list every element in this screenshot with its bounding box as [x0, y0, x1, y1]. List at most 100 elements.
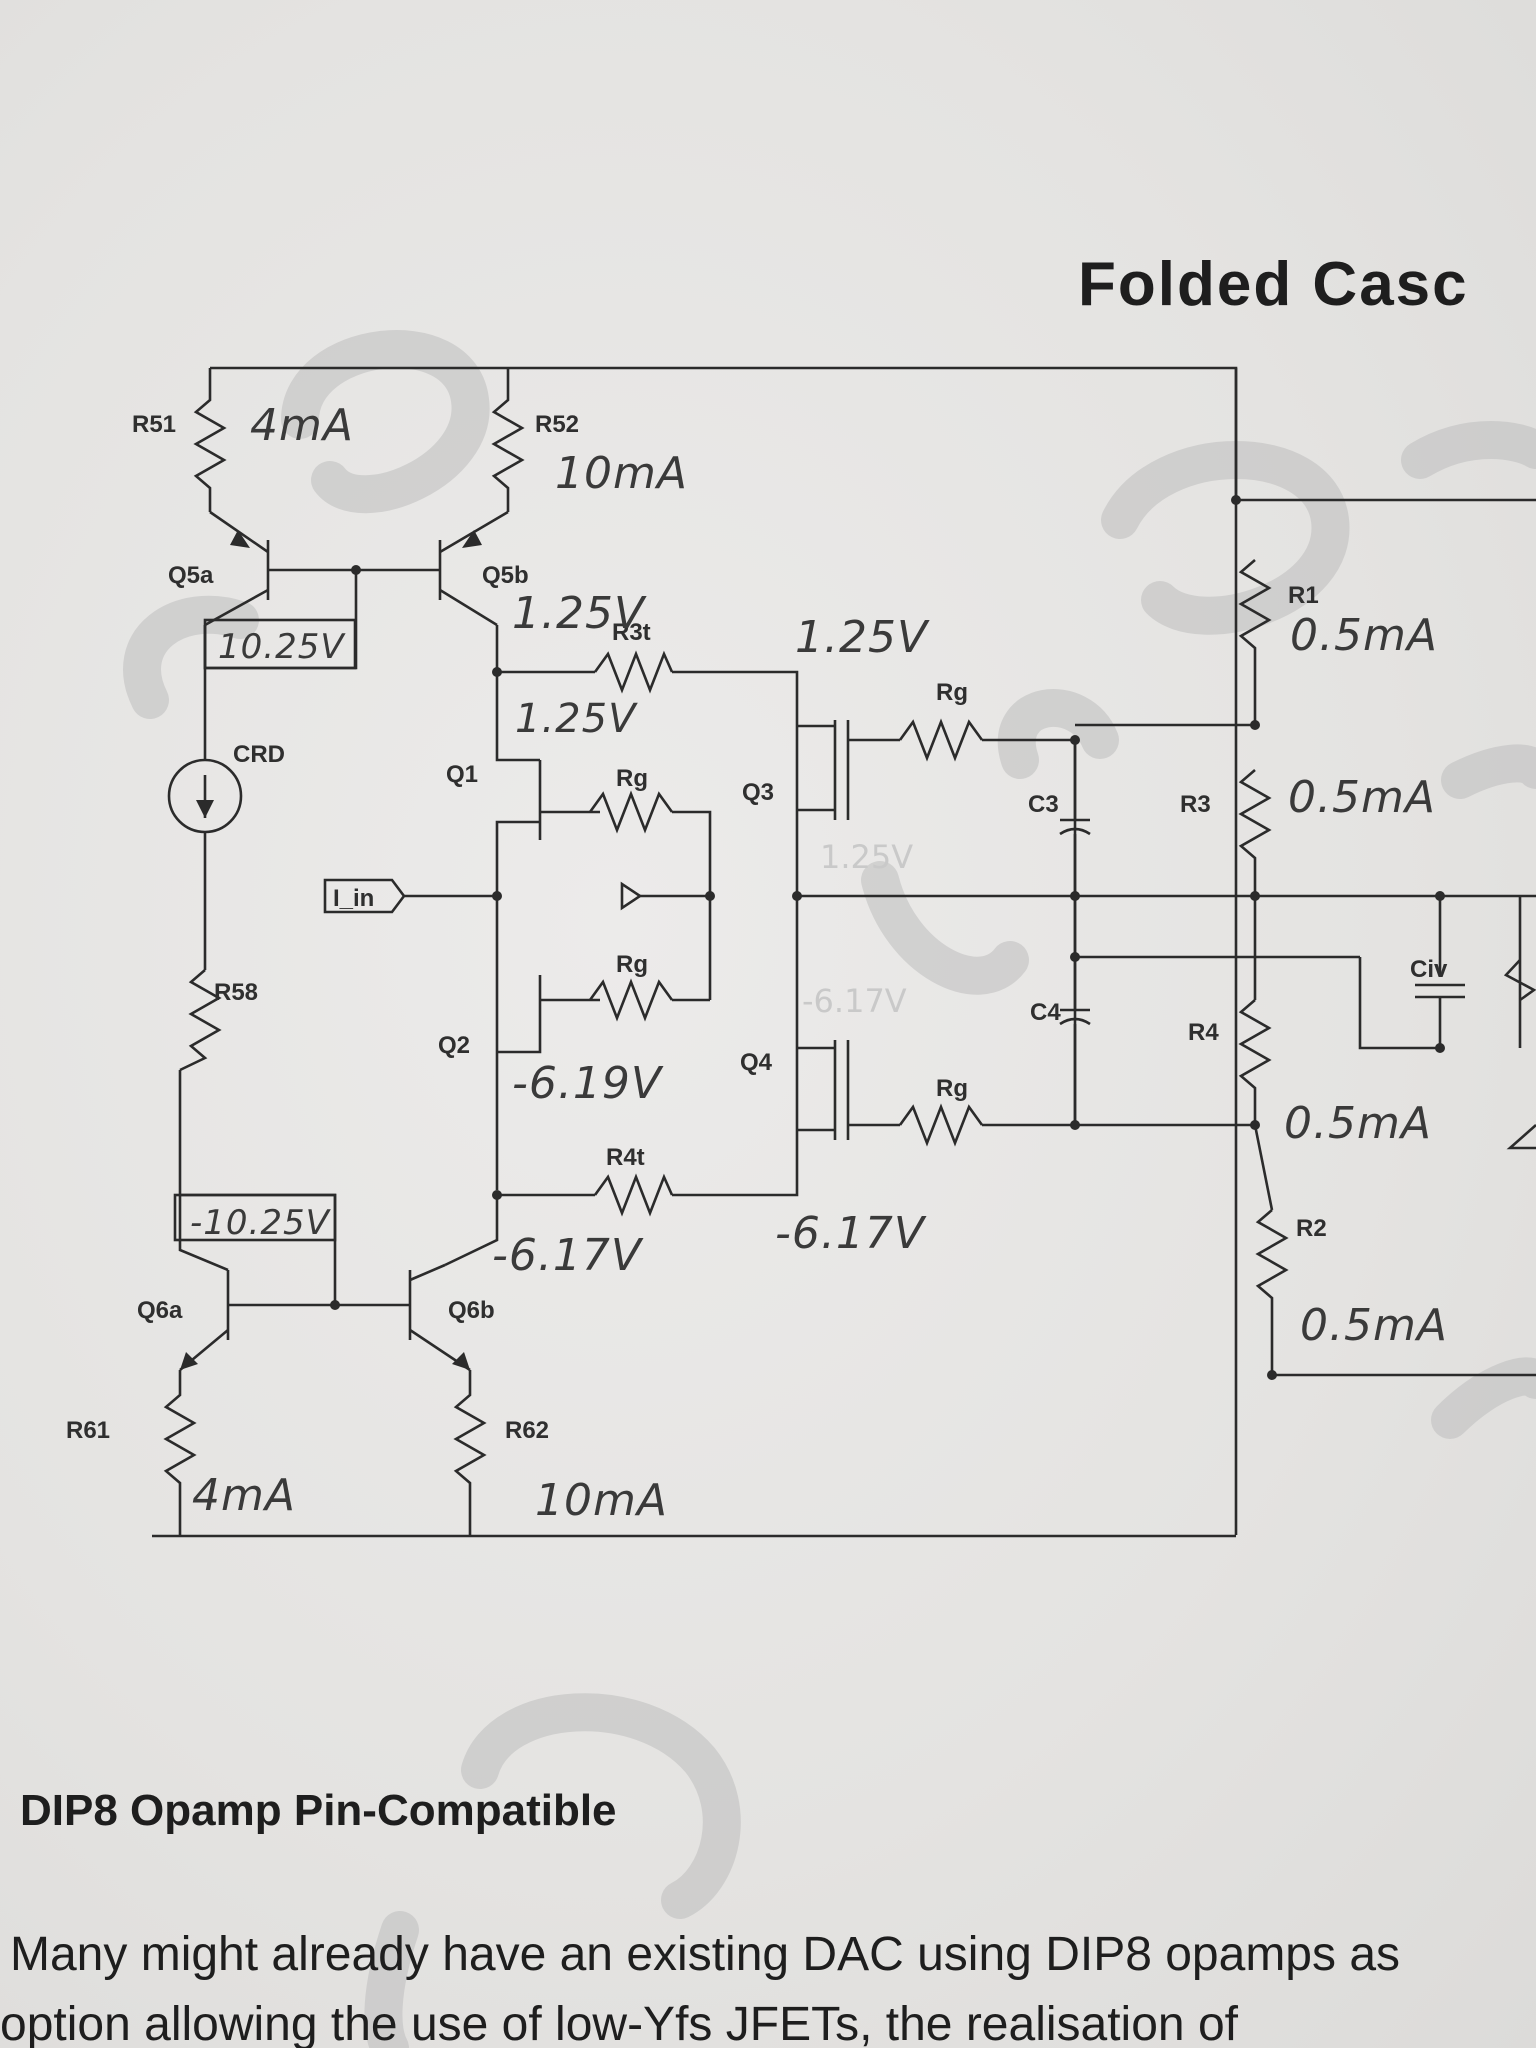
- r1-resistor: [1238, 559, 1272, 725]
- r2-resistor: [1255, 1209, 1289, 1375]
- junction-dot: [351, 565, 361, 575]
- faint-q4-drain: -6.17V: [802, 982, 907, 1020]
- junction-dot: [1250, 720, 1260, 730]
- label-q6a: Q6a: [137, 1297, 183, 1324]
- label-c4: C4: [1030, 999, 1061, 1026]
- junction-dot: [1435, 891, 1445, 901]
- label-r62: R62: [505, 1417, 549, 1444]
- r3-resistor: [1238, 769, 1272, 896]
- r4t-to-q4-wire: [672, 1130, 799, 1197]
- junction-dot: [492, 891, 502, 901]
- rg-resistor-3: [898, 718, 984, 762]
- note-q2-voltage: -6.19V: [512, 1058, 664, 1109]
- note-q3-voltage: 1.25V: [795, 612, 930, 663]
- junction-dot: [1070, 891, 1080, 901]
- label-r3t: R3t: [612, 619, 651, 646]
- section-heading: DIP8 Opamp Pin-Compatible: [20, 1786, 617, 1835]
- junction-dot: [1070, 735, 1080, 745]
- c3-plate-bottom: [1059, 827, 1091, 836]
- page-title: Folded Casc: [1078, 250, 1469, 319]
- label-civ: Civ: [1410, 956, 1448, 983]
- junction-dot: [705, 891, 715, 901]
- i-in-label: I_in: [333, 885, 374, 912]
- rg-resistor-4: [898, 1103, 984, 1147]
- label-r4: R4: [1188, 1019, 1219, 1046]
- note-r3t-voltage: 1.25V: [515, 696, 638, 742]
- q6a-voltage-box: [173, 1193, 337, 1242]
- rg-resistor-2: [588, 978, 674, 1022]
- q5b-collector: [439, 588, 498, 627]
- label-r51: R51: [132, 411, 176, 438]
- far-right-resistor: [1503, 959, 1536, 1002]
- note-r3-current: 0.5mA: [1288, 772, 1436, 823]
- q6b-collector-wire: [444, 1195, 499, 1267]
- note-r2-current: 0.5mA: [1300, 1300, 1448, 1351]
- label-r61: R61: [66, 1417, 110, 1444]
- rg-resistor-1: [588, 790, 674, 834]
- label-rg-1: Rg: [616, 765, 648, 792]
- r52-resistor: [491, 368, 525, 512]
- label-q1: Q1: [446, 761, 478, 788]
- junction-dot: [1070, 1120, 1080, 1130]
- note-q6a-voltage: -10.25V: [190, 1203, 332, 1243]
- r4-r2-wire: [1253, 1124, 1274, 1211]
- note-r61-current: 4mA: [192, 1470, 296, 1521]
- ground-arrow: [620, 881, 643, 911]
- watermark: [123, 330, 1536, 2048]
- r58-resistor: [179, 969, 222, 1072]
- civ-left-wire: [1358, 957, 1440, 1050]
- q6b-arrow: [452, 1352, 470, 1370]
- handwritten-annotations: 4mA 10mA 10.25V 1.25V 1.25V 1.25V 0.5mA …: [173, 400, 1448, 1526]
- label-rg-3: Rg: [936, 679, 968, 706]
- q6b-collector: [409, 1263, 446, 1282]
- q6a-arrow: [180, 1352, 198, 1370]
- r61-resistor: [163, 1370, 197, 1536]
- i-in-port[interactable]: [323, 878, 406, 914]
- r4t-resistor: [593, 1173, 674, 1217]
- junction-dot: [1435, 1043, 1445, 1053]
- q2-source-wire: [497, 1030, 542, 1054]
- top-rail: [210, 366, 1238, 1535]
- r51-resistor: [193, 368, 227, 512]
- label-rg-2: Rg: [616, 951, 648, 978]
- far-right-stub: [1506, 1124, 1536, 1150]
- label-q3: Q3: [742, 779, 774, 806]
- r4-resistor: [1238, 999, 1272, 1125]
- faint-q3-drain: 1.25V: [820, 838, 913, 876]
- junction-dot: [330, 1300, 340, 1310]
- component-labels: R51 R52 Q5a Q5b CRD R3t Q1 Rg Q3 Rg C3 R…: [66, 411, 1448, 1444]
- label-rg-4: Rg: [936, 1075, 968, 1102]
- crd-arrow-head: [196, 800, 214, 818]
- r3t-resistor: [593, 650, 674, 694]
- junction-dot: [1267, 1370, 1277, 1380]
- note-r52-current: 10mA: [555, 448, 688, 499]
- label-q5b: Q5b: [482, 562, 529, 589]
- note-r62-current: 10mA: [535, 1475, 668, 1526]
- c4-plate-bottom: [1059, 1017, 1091, 1026]
- note-q5b-voltage: 1.25V: [512, 588, 647, 639]
- label-q5a: Q5a: [168, 562, 214, 589]
- note-q5a-voltage: 10.25V: [218, 627, 346, 667]
- rg1-right-wire: [672, 810, 712, 1000]
- r62-resistor: [453, 1370, 487, 1536]
- label-r4t: R4t: [606, 1144, 645, 1171]
- q5b-arrow: [462, 530, 482, 548]
- label-crd: CRD: [233, 741, 285, 768]
- q6a-collector-wire: [178, 1195, 229, 1272]
- q1-source-wire: [495, 672, 540, 762]
- q5a-arrow: [230, 530, 250, 548]
- note-r1-current: 0.5mA: [1290, 610, 1438, 661]
- note-r4-current: 0.5mA: [1284, 1098, 1432, 1149]
- note-r51-current: 4mA: [250, 400, 354, 451]
- label-q6b: Q6b: [448, 1297, 495, 1324]
- junction-dot: [1231, 495, 1241, 505]
- label-r1: R1: [1288, 582, 1319, 609]
- note-q4-voltage: -6.17V: [775, 1208, 927, 1259]
- body-line-2: option allowing the use of low-Yfs JFETs…: [0, 1998, 1239, 2048]
- note-r4t-voltage: -6.17V: [492, 1230, 644, 1281]
- body-line-1: Many might already have an existing DAC …: [10, 1928, 1400, 1981]
- label-r52: R52: [535, 411, 579, 438]
- label-c3: C3: [1028, 791, 1059, 818]
- label-q2: Q2: [438, 1032, 470, 1059]
